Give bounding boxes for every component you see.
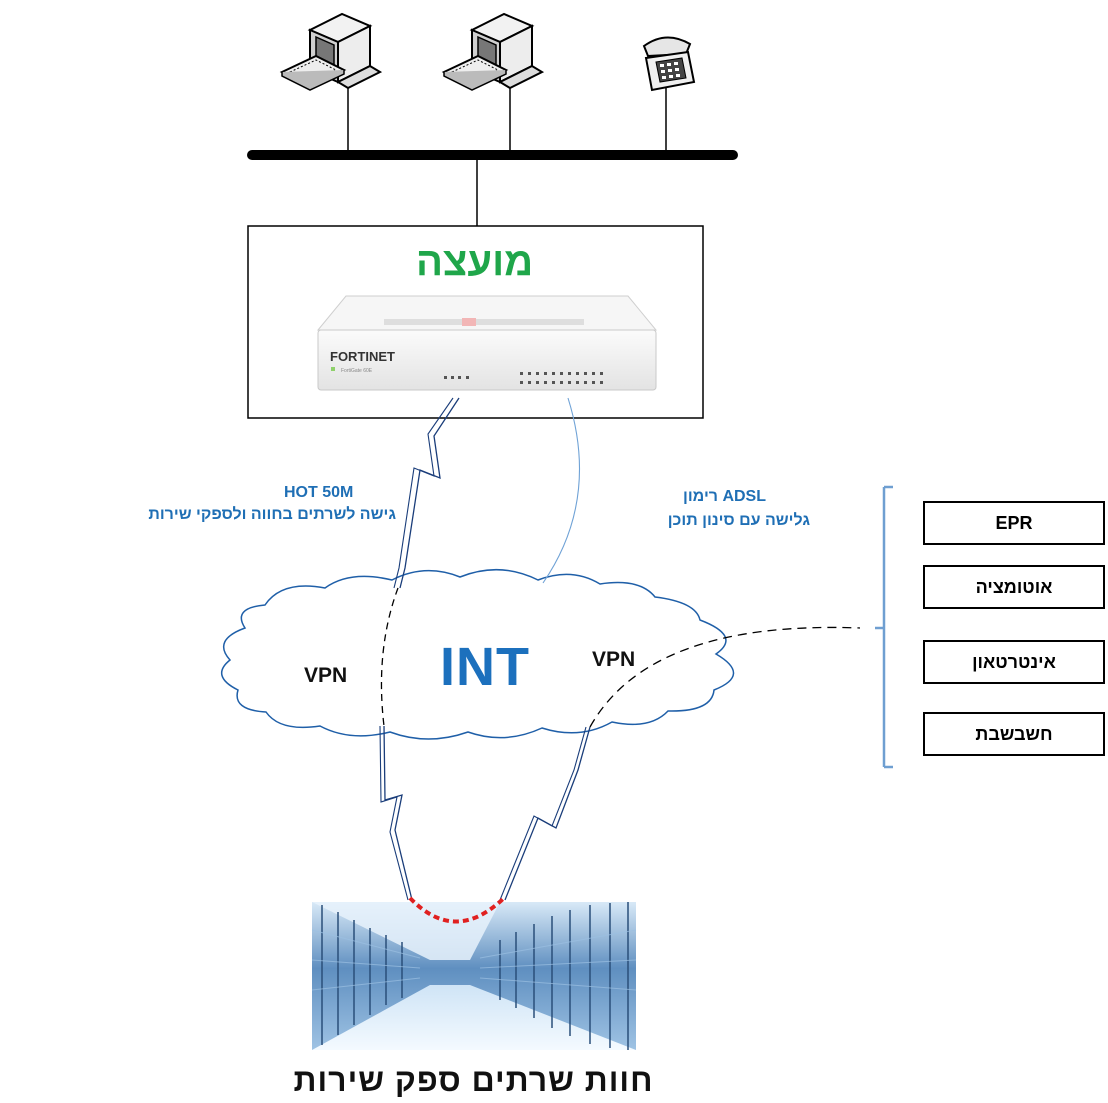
adsl-link-label: ADSL רימון	[682, 488, 766, 505]
adsl-link	[542, 397, 580, 584]
hot-link	[399, 397, 460, 589]
cloud-label: INT	[440, 637, 530, 697]
systems-vpn-tunnel	[589, 626, 861, 728]
system-box-epr: EPR	[923, 501, 1105, 545]
firewall-device: FORTINET FortiGate 60E	[316, 295, 658, 391]
council-title: מועצה	[416, 240, 534, 284]
computer-icon	[279, 12, 383, 91]
telephone-icon	[642, 36, 696, 92]
vpn-left-label: VPN	[304, 664, 348, 687]
system-box-intertown: אינטרטאון	[923, 640, 1105, 684]
systems-bracket	[875, 485, 893, 769]
hot-link-description: גישה לשרתים בחווה ולספקי שירות	[148, 506, 396, 523]
computer-icon	[441, 12, 545, 91]
hot-link-label: HOT 50M	[284, 484, 354, 501]
device-brand: FORTINET	[330, 349, 395, 364]
farm-link-left	[383, 725, 413, 901]
internet-cloud	[221, 569, 735, 740]
vpn-right-label: VPN	[592, 648, 636, 671]
device-model: FortiGate 60E	[341, 368, 373, 374]
system-box-automation: אוטומציה	[923, 565, 1105, 609]
farm-connection-arc	[408, 896, 506, 924]
system-box-accounting: חשבשבת	[923, 712, 1105, 756]
lan-bus	[247, 78, 738, 226]
server-farm-image	[311, 902, 637, 1050]
adsl-link-description: גלישה עם סינון תוכן	[667, 512, 810, 529]
farm-link-right	[504, 726, 591, 901]
server-farm-title: חוות שרתים ספק שירות	[293, 1062, 654, 1098]
hot-vpn-tunnel	[380, 587, 399, 727]
